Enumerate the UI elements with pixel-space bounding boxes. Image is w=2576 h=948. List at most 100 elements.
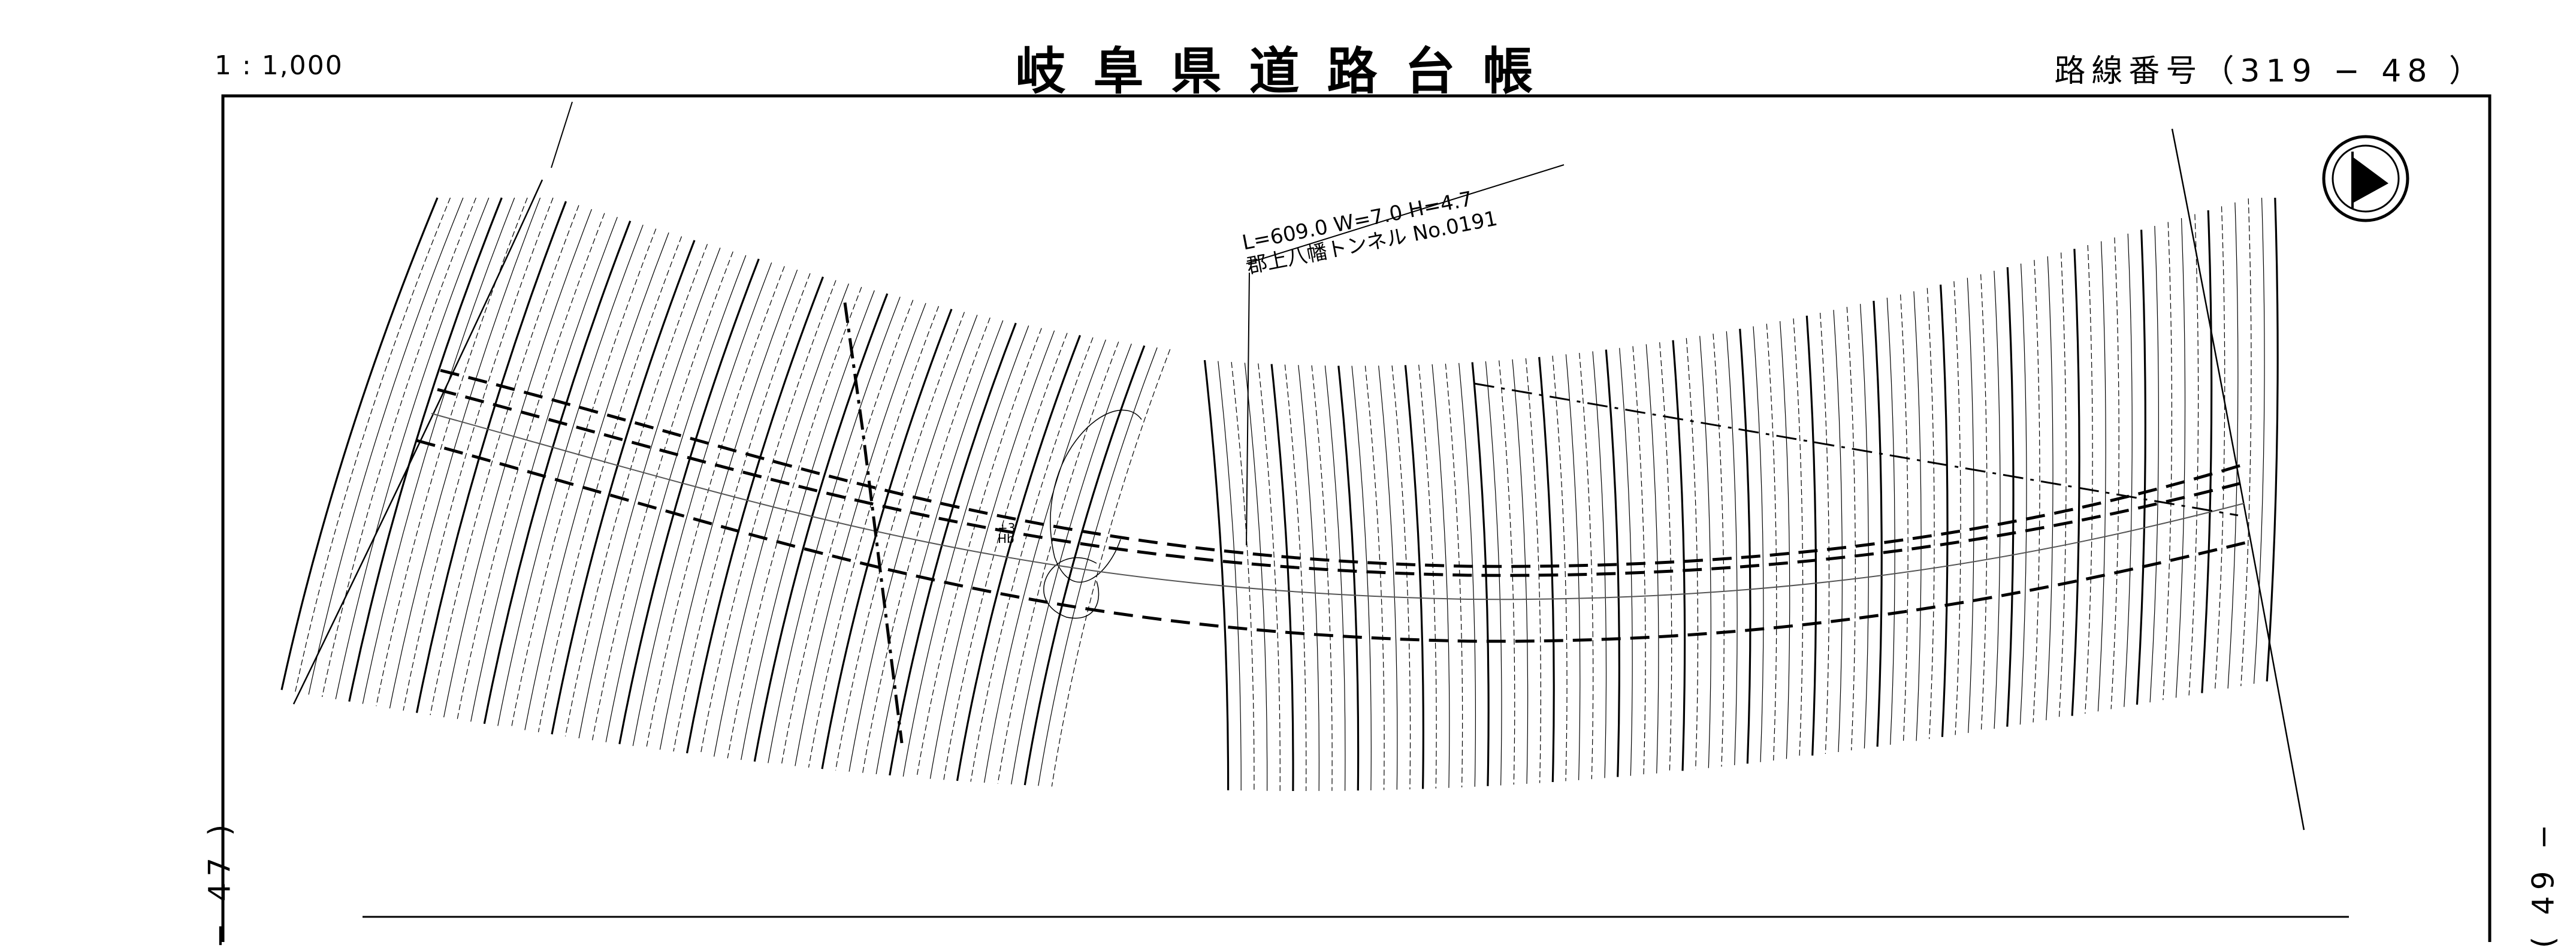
contour-line — [1659, 342, 1672, 772]
contour-line — [1391, 365, 1411, 790]
contour-line — [1258, 363, 1281, 791]
contour-line — [308, 197, 464, 695]
contour-lines — [280, 197, 2279, 792]
contour-line — [389, 197, 541, 709]
contour-line — [280, 197, 439, 690]
contour-line — [2071, 249, 2080, 716]
contour-line — [1805, 315, 1817, 756]
contour-line — [1231, 362, 1255, 791]
contour-line — [511, 228, 657, 729]
contour-line — [362, 197, 515, 704]
station-marker-code: +3 — [998, 521, 1016, 535]
contour-line — [768, 297, 901, 763]
contour-line — [524, 232, 669, 730]
contour-line — [916, 328, 1042, 778]
boundary-right-edge — [2171, 128, 2305, 831]
contour-line — [835, 312, 965, 771]
contour-line — [2163, 222, 2173, 701]
contour-line — [700, 280, 836, 755]
contour-line — [537, 236, 682, 732]
contour-line — [2214, 206, 2225, 691]
contour-line — [1499, 360, 1515, 785]
route-number: 路線番号（319 − 48 ） — [2054, 53, 2486, 89]
contour-line — [1351, 366, 1372, 790]
contour-line — [497, 224, 644, 726]
contour-line — [1967, 277, 1974, 733]
contour-line — [2149, 225, 2159, 703]
road-edge-upper-2 — [437, 388, 2245, 577]
contour-line — [1270, 364, 1294, 792]
contour-line — [848, 315, 978, 772]
contour-line — [1926, 288, 1935, 739]
contour-line — [808, 306, 940, 768]
contour-line — [618, 258, 760, 744]
contour-line — [2097, 241, 2106, 712]
map-frame — [221, 94, 2492, 942]
tunnel-dimension-line — [1246, 164, 1565, 264]
contour-line — [1913, 291, 1922, 741]
contour-line — [889, 322, 1017, 776]
tunnel-leader — [1246, 272, 1250, 546]
contour-line — [1699, 336, 1711, 768]
contour-line — [348, 197, 503, 702]
contour-line — [1739, 328, 1751, 764]
contour-line — [415, 201, 567, 713]
contour-line — [1552, 355, 1568, 781]
contour-line — [1525, 358, 1541, 783]
contour-line — [551, 240, 696, 735]
contour-line — [1619, 348, 1633, 776]
contour-line — [1940, 284, 1949, 737]
contour-line — [2124, 233, 2133, 707]
contour-line — [1218, 361, 1242, 791]
contour-line — [1766, 324, 1777, 761]
contour-line — [1337, 366, 1360, 791]
boundary-left-edge — [292, 179, 543, 705]
contour-line — [1298, 365, 1319, 791]
page-title: 岐阜県道路台帳 — [1015, 42, 1561, 101]
contour-line — [1244, 363, 1268, 791]
contour-line — [1726, 331, 1738, 765]
contour-line — [741, 290, 875, 760]
contour-line — [2240, 198, 2252, 687]
contour-line — [322, 197, 476, 698]
contour-line — [902, 325, 1029, 777]
contour-line — [1378, 366, 1398, 790]
contour-line — [592, 251, 733, 741]
contour-line — [335, 197, 490, 699]
contour-loop — [1043, 557, 1100, 619]
contour-line — [632, 262, 772, 746]
contour-line — [1512, 359, 1529, 784]
contour-line — [1605, 349, 1620, 777]
station-marker-sub: Hb — [998, 532, 1014, 546]
contour-line — [929, 330, 1055, 779]
contour-line — [2019, 263, 2027, 725]
contour-line — [457, 213, 605, 720]
contour-line — [295, 197, 451, 693]
station-marker: +3 Hb — [998, 521, 1016, 546]
contour-line — [443, 209, 592, 718]
contour-line — [1418, 364, 1437, 789]
contour-line — [2110, 237, 2119, 710]
contour-line — [795, 303, 926, 766]
contour-line — [2085, 244, 2093, 714]
contour-line — [646, 266, 785, 748]
road-edge-lower — [416, 439, 2248, 643]
contour-line — [2201, 210, 2213, 693]
map-scale: 1 : 1,000 — [215, 50, 343, 81]
contour-line — [1051, 349, 1171, 787]
contour-line — [943, 333, 1068, 780]
contour-line — [1820, 312, 1830, 754]
contour-line — [2266, 197, 2279, 682]
boundary-dashdot — [1473, 382, 2239, 517]
contour-loop — [1050, 409, 1142, 583]
contour-line — [673, 273, 811, 752]
tunnel-axis — [843, 302, 904, 744]
contour-line — [956, 334, 1081, 781]
road-edge-upper — [440, 369, 2245, 568]
contour-line — [2227, 202, 2239, 689]
contour-line — [1364, 366, 1385, 790]
contour-line — [430, 205, 579, 715]
contour-line — [1994, 270, 2001, 729]
contour-line — [2046, 256, 2053, 720]
